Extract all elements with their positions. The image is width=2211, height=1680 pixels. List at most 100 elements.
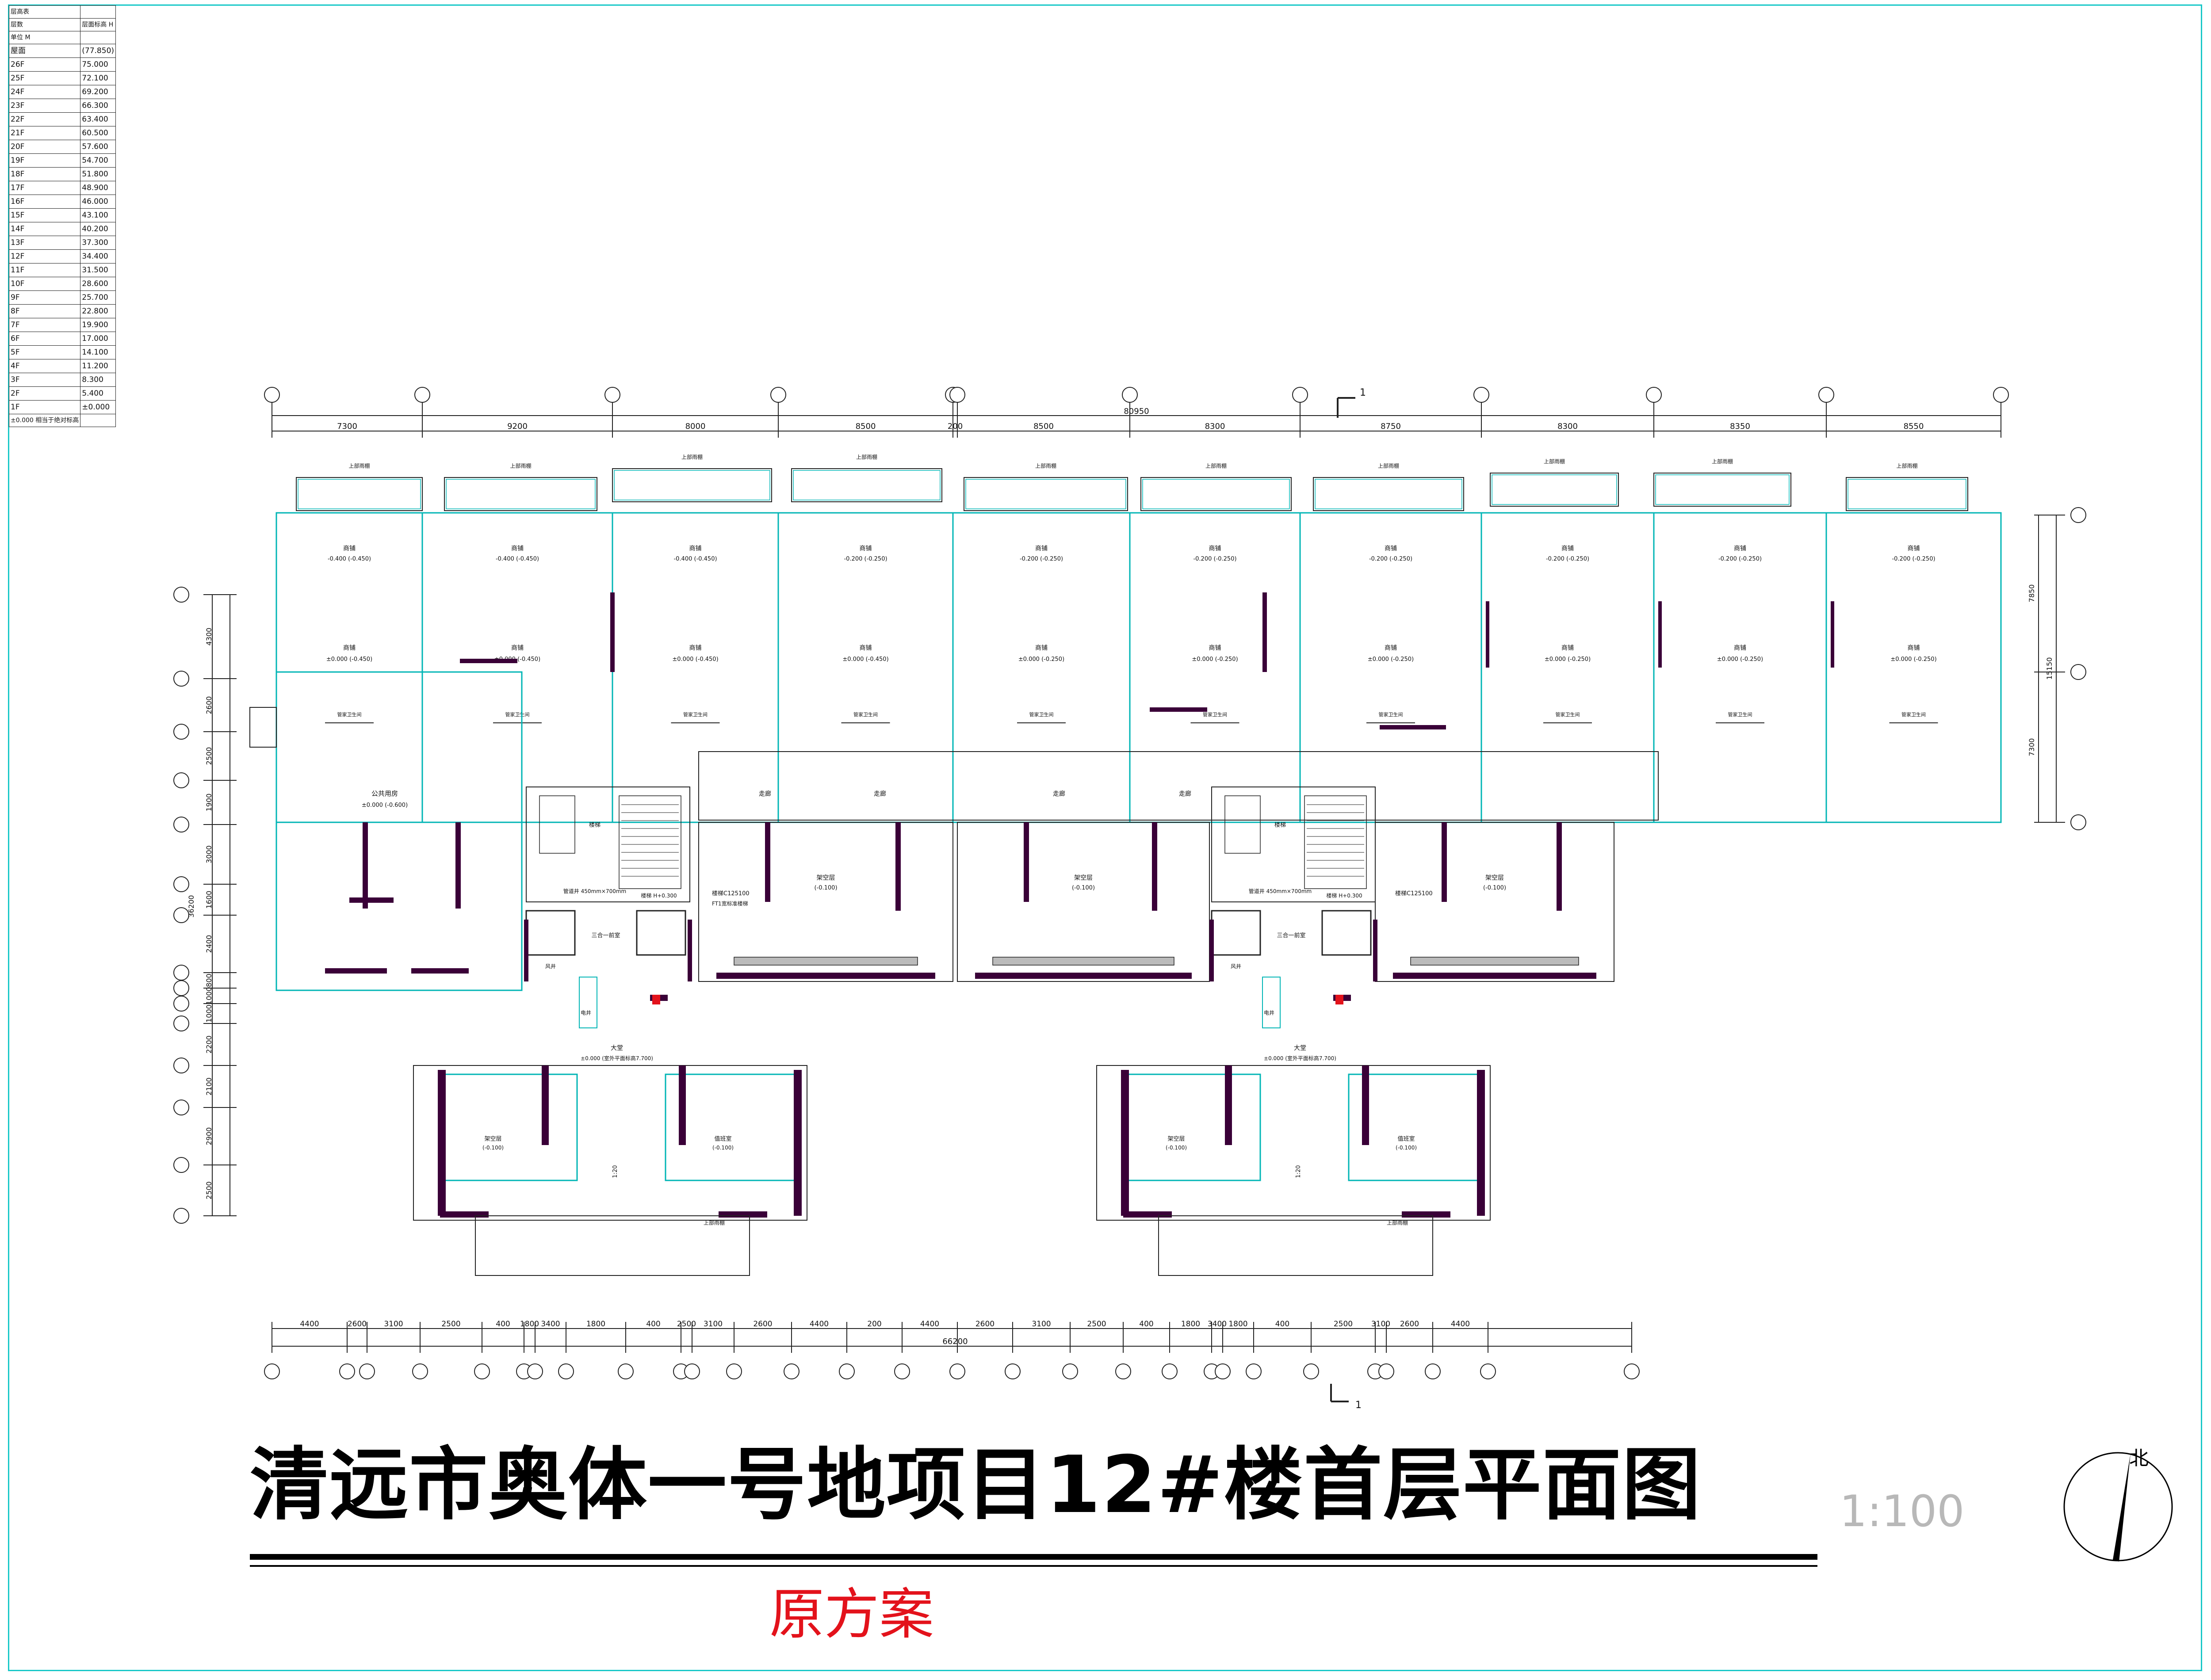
shop-label-2: 商铺 (689, 645, 702, 652)
shop-level: -0.200 (-0.250) (1193, 556, 1236, 562)
wing-wall-beam (1402, 1211, 1450, 1218)
core-wall (524, 920, 528, 981)
ramp-label: 1:20 (1295, 1165, 1302, 1178)
shop-label: 商铺 (1561, 545, 1574, 552)
bottom-dim-segment: 400 (1275, 1320, 1289, 1329)
left-dim-segment: 2500 (205, 747, 213, 765)
shop-label: 商铺 (1908, 545, 1920, 552)
balcony (1846, 477, 1968, 511)
restroom-label: 管家卫生间 (1556, 711, 1580, 718)
bottom-dim-segment: 4400 (810, 1320, 829, 1329)
left-axis-bubble (173, 876, 189, 892)
canopy-label: 上部雨棚 (1035, 462, 1056, 469)
bottom-dim-segment: 3100 (704, 1320, 723, 1329)
lobby-activity (444, 1073, 578, 1181)
wing-pillar (1225, 1065, 1232, 1145)
corridor-to-lobby (579, 977, 597, 1028)
wing-activity-label: 架空层 (484, 1136, 501, 1142)
balcony (1490, 473, 1619, 507)
left-dim-group: 36200 (187, 895, 195, 918)
bottom-axis-bubble (1480, 1363, 1496, 1379)
wing-activity-label: 架空层 (1167, 1136, 1185, 1142)
elevator-2 (636, 910, 686, 956)
left-dim-segment: 1000 (205, 987, 213, 1005)
bottom-axis-bubble (1378, 1363, 1394, 1379)
shop-label: 商铺 (343, 545, 356, 552)
stair-note: 楼梯C125100 (1395, 890, 1433, 897)
shaft-size-note: 管道井 450mm×700mm (1249, 888, 1312, 894)
shop-label-2: 商铺 (860, 645, 872, 652)
hatched-planter (992, 957, 1174, 966)
canopy-label: 上部雨棚 (510, 462, 531, 469)
activity-level: (-0.100) (1483, 885, 1506, 891)
shop-label: 商铺 (689, 545, 702, 552)
activity-level: (-0.100) (1072, 885, 1095, 891)
fire-extinguisher-icon (652, 995, 660, 1004)
shop-level-2: ±0.000 (-0.250) (1018, 656, 1064, 663)
right-dim-segment: 7300 (2027, 738, 2036, 756)
canopy-label: 上部雨棚 (856, 454, 877, 460)
wall-beam (349, 897, 394, 903)
shop-wall (1486, 601, 1489, 668)
elec-shaft-label: 电井 (581, 1010, 591, 1016)
balcony-inner (793, 470, 941, 500)
shop-level-2: ±0.000 (-0.450) (672, 656, 718, 663)
canopy-label: 上部雨棚 (1205, 462, 1227, 469)
top-axis-bubble (949, 387, 965, 403)
shop-wall-beam (1380, 725, 1446, 729)
right-dim-total: 15150 (2045, 657, 2054, 680)
shop-level: -0.400 (-0.450) (673, 556, 717, 562)
shop-label: 商铺 (1734, 545, 1746, 552)
wall-pillar (765, 822, 770, 902)
bottom-axis-bubble (726, 1363, 742, 1379)
shaft-label: 风井 (545, 963, 556, 970)
core-wall (688, 920, 692, 981)
shop-label-2: 商铺 (511, 645, 524, 652)
activity-level: (-0.100) (814, 885, 837, 891)
level-note: 楼梯 H+0.300 (641, 892, 677, 899)
shop-wall (1262, 592, 1267, 672)
left-dim-segment: 2500 (205, 1181, 213, 1199)
top-axis-bubble (1646, 387, 1662, 403)
wall-beam (1393, 973, 1596, 979)
bottom-axis-bubble (527, 1363, 543, 1379)
bottom-dim-segment: 2500 (1334, 1320, 1353, 1329)
activity-label: 架空层 (817, 874, 835, 882)
wing-wall-beam (719, 1211, 767, 1218)
top-axis-bubble (770, 387, 786, 403)
shop-wall-beam (460, 659, 517, 663)
lobby-level: ±0.000 (室外平面标高7.700) (1264, 1055, 1336, 1061)
bottom-dim-segment: 3100 (1371, 1320, 1390, 1329)
top-axis-bubble (414, 387, 430, 403)
bottom-axis-bubble (1162, 1363, 1178, 1379)
lobby-wing (1096, 1065, 1491, 1221)
wing-activity-level: (-0.100) (482, 1145, 504, 1151)
shop-level: -0.200 (-0.250) (1892, 556, 1935, 562)
bottom-axis-bubble (359, 1363, 375, 1379)
shop-label-2: 商铺 (1385, 645, 1397, 652)
balcony-inner (1315, 479, 1462, 509)
drawing-subtitle: 原方案 (769, 1583, 934, 1646)
shop-label-2: 商铺 (1561, 645, 1574, 652)
bottom-axis-bubble (894, 1363, 910, 1379)
elevator (1211, 910, 1261, 956)
bottom-dim-segment: 400 (496, 1320, 510, 1329)
wall-pillar (363, 822, 368, 909)
bottom-dim-segment: 3400 (1208, 1320, 1227, 1329)
wing-wall-beam (1123, 1211, 1172, 1218)
core-block (526, 787, 690, 902)
bottom-axis-bubble (1303, 1363, 1319, 1379)
left-axis-bubble (173, 772, 189, 788)
bottom-dim-segment: 4400 (920, 1320, 939, 1329)
stair-note-2: FT1宽标准楼梯 (712, 900, 748, 907)
bottom-axis-bubble (784, 1363, 799, 1379)
wall-beam (975, 973, 1192, 979)
bottom-dim-segment: 2500 (677, 1320, 696, 1329)
canopy-label: 上部雨棚 (1896, 462, 1917, 469)
bottom-dim-segment: 3100 (384, 1320, 403, 1329)
shop-level: -0.200 (-0.250) (1546, 556, 1589, 562)
stair-label: 楼梯 (1274, 822, 1286, 829)
